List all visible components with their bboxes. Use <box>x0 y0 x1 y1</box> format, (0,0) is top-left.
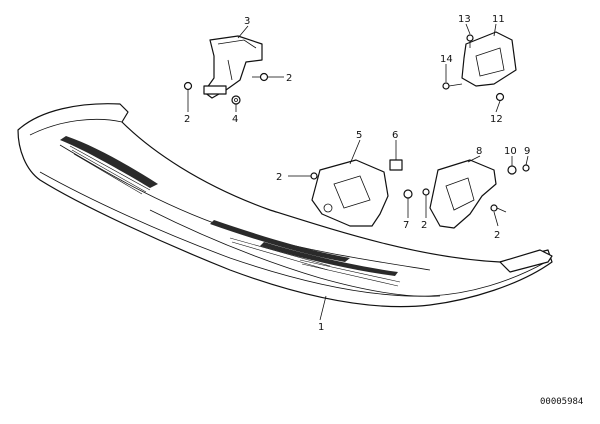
bracket-3 <box>203 35 263 99</box>
screw-2-top-left <box>183 81 193 100</box>
screw-2-top-right <box>252 72 269 82</box>
nut-4 <box>231 95 241 105</box>
leader-lines <box>187 23 529 321</box>
nut-10 <box>507 165 517 175</box>
fasteners <box>183 34 530 214</box>
screw-2-right <box>490 204 507 213</box>
bolt-7 <box>403 189 413 214</box>
screw-13 <box>466 34 474 48</box>
callout-12: 12 <box>490 114 503 125</box>
callout-5: 5 <box>356 130 362 141</box>
bracket-11 <box>461 31 517 87</box>
callout-8: 8 <box>476 146 482 157</box>
callout-9: 9 <box>524 146 530 157</box>
callout-4: 4 <box>232 114 238 125</box>
screw-14 <box>442 82 463 90</box>
callout-2a: 2 <box>184 114 190 125</box>
callout-13: 13 <box>458 14 471 25</box>
bracket-5 <box>311 159 389 227</box>
callout-2d: 2 <box>421 220 427 231</box>
bumper-spoiler <box>17 103 553 308</box>
diagram-reference-number: 00005984 <box>540 397 583 407</box>
callout-2b: 2 <box>286 73 292 84</box>
callout-11: 11 <box>492 14 505 25</box>
callouts: 3 2 2 4 13 11 14 12 5 6 2 7 2 8 10 9 2 1 <box>184 14 530 333</box>
callout-3: 3 <box>244 16 250 27</box>
callout-10: 10 <box>504 146 517 157</box>
bracket-8 <box>429 159 497 229</box>
clip-6 <box>389 159 403 171</box>
callout-14: 14 <box>440 54 453 65</box>
callout-7: 7 <box>403 220 409 231</box>
screw-2-middle <box>422 188 430 212</box>
callout-6: 6 <box>392 130 398 141</box>
callout-2e: 2 <box>494 230 500 241</box>
callout-1: 1 <box>318 322 324 333</box>
washer-9 <box>522 164 530 172</box>
screw-2-left <box>304 172 318 180</box>
callout-2c: 2 <box>276 172 282 183</box>
nut-12 <box>495 92 505 102</box>
